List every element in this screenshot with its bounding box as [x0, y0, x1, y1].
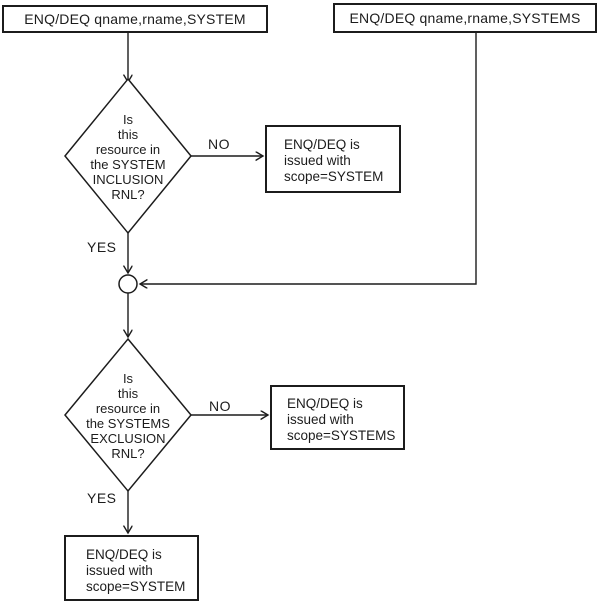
- entry-box-scope-system: ENQ/DEQ qname,rname,SYSTEM: [2, 5, 268, 33]
- decision2-label: Is this resource in the SYSTEMS EXCLUSIO…: [48, 371, 208, 461]
- text-line: issued with: [284, 153, 351, 168]
- text-line: this: [117, 127, 139, 142]
- junction-circle: [118, 274, 138, 294]
- text-line: ENQ/DEQ is: [86, 547, 162, 562]
- result-box-scope-system-2: ENQ/DEQ is issued with scope=SYSTEM: [64, 535, 199, 601]
- entry-box-scope-systems: ENQ/DEQ qname,rname,SYSTEMS: [333, 3, 597, 33]
- text-line: INCLUSION: [92, 172, 164, 187]
- text-line: EXCLUSION: [90, 431, 166, 446]
- text-line: resource in: [95, 401, 161, 416]
- text-line: the SYSTEMS: [86, 416, 170, 431]
- result-box-scope-systems: ENQ/DEQ is issued with scope=SYSTEMS: [270, 385, 405, 450]
- yes-label-decision2: YES: [87, 490, 117, 506]
- no-label-decision1: NO: [208, 136, 230, 152]
- no-label-decision2: NO: [209, 398, 231, 414]
- decision1-label: Is this resource in the SYSTEM INCLUSION…: [48, 112, 208, 202]
- text-line: ENQ/DEQ is: [284, 137, 360, 152]
- text-line: RNL?: [111, 187, 145, 202]
- text-line: issued with: [86, 563, 153, 578]
- text-line: RNL?: [111, 446, 145, 461]
- text-line: scope=SYSTEM: [86, 579, 186, 594]
- text-line: Is: [122, 112, 134, 127]
- text-line: scope=SYSTEM: [284, 169, 384, 184]
- text-line: Is: [122, 371, 134, 386]
- text-line: this: [117, 386, 139, 401]
- text-line: resource in: [95, 142, 161, 157]
- text-line: the SYSTEM: [90, 157, 166, 172]
- text-line: scope=SYSTEMS: [287, 428, 396, 443]
- edge-entryright-to-junction: [140, 33, 477, 284]
- result-box-scope-system-1: ENQ/DEQ is issued with scope=SYSTEM: [265, 125, 401, 193]
- text-line: issued with: [287, 412, 354, 427]
- yes-label-decision1: YES: [87, 239, 117, 255]
- text-line: ENQ/DEQ is: [287, 396, 363, 411]
